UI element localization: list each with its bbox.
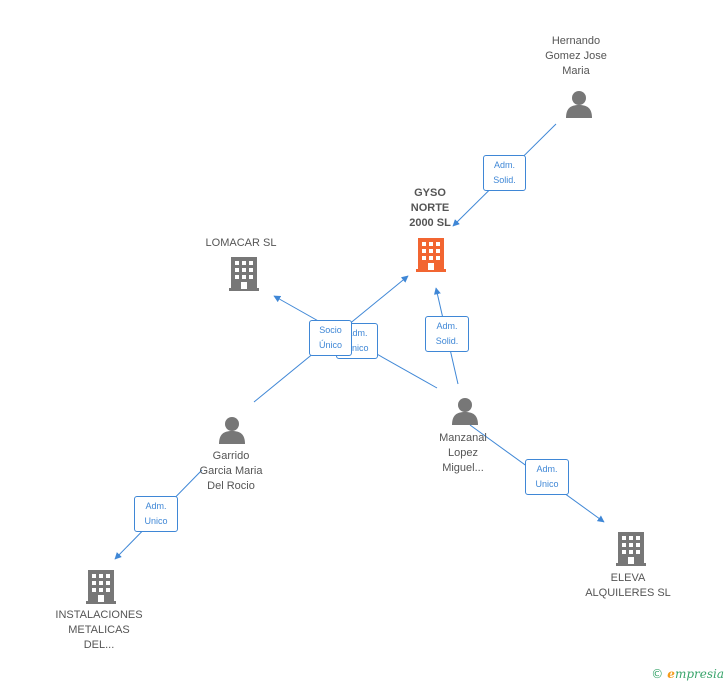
label-line: DEL... bbox=[83, 639, 115, 651]
copyright-symbol: © bbox=[651, 667, 664, 681]
node-garrido-label[interactable]: Garrido Garcia Maria Del Rocio bbox=[181, 449, 281, 494]
label-line: GYSO bbox=[414, 187, 446, 199]
relation-text: Solid. bbox=[493, 175, 516, 185]
node-lomacar-label[interactable]: LOMACAR SL bbox=[191, 236, 291, 251]
label-line: Maria bbox=[562, 65, 590, 77]
building-icon bbox=[86, 570, 116, 604]
person-icon bbox=[566, 91, 592, 118]
relation-text: Solid. bbox=[435, 336, 459, 346]
label-line: Manzanal bbox=[439, 432, 487, 444]
label-line: Del Rocio bbox=[207, 480, 255, 492]
label-line: Garcia Maria bbox=[199, 465, 263, 477]
relation-garrido-instalaciones[interactable]: Adm. Unico bbox=[134, 496, 178, 532]
relation-text: Unico bbox=[345, 343, 369, 353]
node-hernando-label[interactable]: Hernando Gomez Jose Maria bbox=[526, 34, 626, 79]
person-icon bbox=[452, 398, 478, 425]
label-line: Gomez Jose bbox=[545, 50, 607, 62]
relation-text: Adm. bbox=[145, 501, 167, 511]
label-line: 2000 SL bbox=[409, 217, 451, 229]
relation-hernando-gyso[interactable]: Adm. Solid. bbox=[483, 155, 526, 191]
relation-manzanal-lomacar[interactable]: Socio Único bbox=[309, 320, 352, 356]
node-manzanal-label[interactable]: Manzanal Lopez Miguel... bbox=[413, 431, 513, 476]
relation-text: Adm. bbox=[436, 321, 458, 331]
relation-text: Unico bbox=[535, 479, 559, 489]
relation-text: Único bbox=[318, 340, 342, 350]
label-line: INSTALACIONES bbox=[55, 609, 143, 621]
empresia-logo: ©empresia bbox=[651, 667, 724, 681]
person-icon bbox=[219, 417, 245, 444]
relation-manzanal-gyso[interactable]: Adm. Solid. bbox=[425, 316, 469, 352]
label-line: NORTE bbox=[410, 202, 450, 214]
label-line: ELEVA bbox=[610, 572, 646, 584]
building-icon bbox=[229, 257, 259, 291]
relation-text: Socio bbox=[319, 325, 342, 335]
label-line: ALQUILERES SL bbox=[585, 587, 671, 599]
relation-manzanal-eleva[interactable]: Adm. Unico bbox=[525, 459, 569, 495]
brand-initial: e bbox=[667, 667, 675, 681]
node-instalaciones-label[interactable]: INSTALACIONES METALICAS DEL... bbox=[43, 608, 155, 653]
building-icon bbox=[416, 238, 446, 272]
building-icon bbox=[616, 532, 646, 566]
relation-text: Adm. bbox=[493, 160, 515, 170]
node-eleva-label[interactable]: ELEVA ALQUILERES SL bbox=[578, 571, 678, 601]
relation-text: Adm. bbox=[536, 464, 558, 474]
label-line: Hernando bbox=[551, 35, 601, 47]
label-line: Garrido bbox=[212, 450, 250, 462]
relation-text: Adm. bbox=[346, 328, 368, 338]
brand-name: mpresia bbox=[674, 667, 724, 681]
label-line: Miguel... bbox=[442, 462, 484, 474]
label-line: METALICAS bbox=[68, 624, 130, 636]
label-line: LOMACAR SL bbox=[205, 237, 277, 249]
relation-text: Unico bbox=[144, 516, 168, 526]
node-gyso-label[interactable]: GYSO NORTE 2000 SL bbox=[380, 186, 480, 231]
label-line: Lopez bbox=[448, 447, 478, 459]
